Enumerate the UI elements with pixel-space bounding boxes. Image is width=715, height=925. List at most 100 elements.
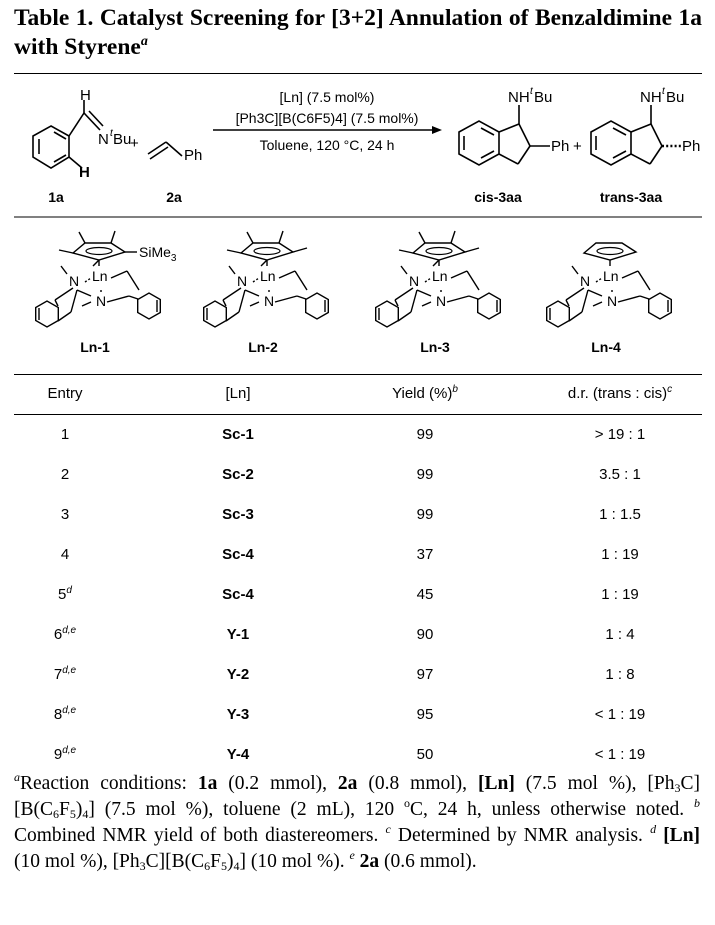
cell-catalyst: Sc-4 <box>222 546 254 563</box>
label-2a: 2a <box>166 189 182 205</box>
cell-dr: 1 : 19 <box>601 546 639 563</box>
cis-tbu-label: Bu <box>534 89 552 106</box>
footnote-d-mark: d <box>650 822 657 836</box>
conditions-catalyst: [Ln] (7.5 mol%) <box>280 89 375 105</box>
trans-tbu-label: Bu <box>666 89 684 106</box>
metal-ln-label: Ln <box>260 268 276 284</box>
entry-number: 5 <box>58 586 67 603</box>
entry-footnote-mark: d,e <box>62 665 77 676</box>
cell-entry: 5d <box>30 585 100 604</box>
cell-entry: 6d,e <box>30 626 100 644</box>
cell-entry: 1 <box>30 426 100 443</box>
entry-number: 3 <box>60 506 70 523</box>
cell-catalyst: Y-4 <box>226 746 250 763</box>
amine-n-label: N <box>607 293 617 309</box>
plus-sign: + <box>130 135 139 152</box>
entry-number: 9 <box>53 746 63 763</box>
footnotes: aReaction conditions: 1a (0.2 mmol), 2a … <box>14 771 700 875</box>
ortho-h-label: H <box>79 164 90 181</box>
cell-catalyst: Y-1 <box>226 626 250 643</box>
trans-product-structure <box>590 105 682 166</box>
imine-tbu-label: Bu <box>113 131 131 148</box>
label-cis-3aa: cis-3aa <box>474 189 522 205</box>
cell-dr: 1 : 4 <box>605 626 635 643</box>
cell-yield: 99 <box>416 426 434 443</box>
imine-h-label: H <box>80 87 91 104</box>
footnote-e: 2a (0.6 mmol). <box>359 851 477 872</box>
trans-tbu-sup: t <box>662 86 666 97</box>
footnote-a-mark: a <box>14 770 20 784</box>
cell-dr: > 19 : 1 <box>594 426 646 443</box>
cis-tbu-sup: t <box>530 86 534 97</box>
trans-ph-label: Ph <box>682 138 700 155</box>
cell-catalyst: Y-2 <box>226 666 250 683</box>
cell-catalyst: Sc-1 <box>222 426 254 443</box>
footnote-d: [Ln] (10 mol %), [Ph3C][B(C6F5)4] (10 mo… <box>14 825 701 873</box>
conditions-activator: [Ph3C][B(C6F5)4] (7.5 mol%) <box>236 110 419 126</box>
cis-nh-label: NH <box>508 89 530 106</box>
cell-dr: 1 : 19 <box>601 586 639 603</box>
title-footnote-mark: a <box>140 34 148 49</box>
arrowhead <box>432 126 442 134</box>
catalyst-label: Ln-3 <box>420 339 450 355</box>
cell-entry: 2 <box>30 466 100 483</box>
top-rule <box>14 73 702 74</box>
imine-tbu-sup: t <box>110 128 114 139</box>
cell-catalyst: Y-3 <box>226 706 250 723</box>
entry-number: 4 <box>60 546 70 563</box>
table-top-rule <box>14 374 702 375</box>
cell-yield: 37 <box>416 546 434 563</box>
styrene-ph-label: Ph <box>184 147 202 164</box>
trans-nh-label: NH <box>640 89 662 106</box>
cell-dr: < 1 : 19 <box>594 746 646 763</box>
table-header-rule <box>14 414 702 415</box>
label-1a: 1a <box>48 189 64 205</box>
cell-dr: 3.5 : 1 <box>599 466 641 483</box>
header-yield-sup: b <box>452 384 458 395</box>
cell-yield: 45 <box>416 586 434 603</box>
header-yield-text: Yield (%) <box>392 385 453 402</box>
cell-catalyst: Sc-2 <box>222 466 254 483</box>
cell-entry: 7d,e <box>30 665 100 684</box>
amine-n-label: N <box>436 293 446 309</box>
entry-number: 6 <box>53 626 63 643</box>
styrene-structure <box>147 141 183 160</box>
header-dr-sup: c <box>667 384 673 395</box>
metal-ln-label: Ln <box>432 268 448 284</box>
cell-dr: 1 : 8 <box>605 666 635 683</box>
footnote-c: Determined by NMR analysis. <box>397 825 643 846</box>
cell-dr: < 1 : 19 <box>594 706 646 723</box>
amine-n-label: N <box>69 273 79 289</box>
catalyst-label: Ln-4 <box>591 339 621 355</box>
cell-yield: 99 <box>416 506 434 523</box>
table-title: Table 1. Catalyst Screening for [3+2] An… <box>14 4 702 62</box>
metal-ln-label: Ln <box>603 268 619 284</box>
cell-catalyst: Sc-4 <box>222 586 254 603</box>
plus-sign-2: + <box>573 138 582 155</box>
metal-ln-label: Ln <box>92 268 108 284</box>
cell-catalyst: Sc-3 <box>222 506 254 523</box>
header-yield: Yield (%)b <box>380 384 470 403</box>
header-ln: [Ln] <box>225 385 251 402</box>
cell-entry: 4 <box>30 546 100 563</box>
amine-n-label: N <box>237 273 247 289</box>
cis-ph-label: Ph <box>551 138 569 155</box>
header-dr-text: d.r. (trans : cis) <box>567 385 668 402</box>
conditions-solvent: Toluene, 120 °C, 24 h <box>260 137 395 153</box>
footnote-e-mark: e <box>349 848 355 862</box>
reaction-scheme: H N t Bu H + Ph [Ln] (7.5 mol%) [Ph3C][B… <box>14 86 702 355</box>
cell-yield: 97 <box>416 666 434 683</box>
cis-product-structure <box>458 105 550 166</box>
entry-footnote-mark: d <box>66 585 72 596</box>
footnote-b-mark: b <box>694 796 701 810</box>
cell-entry: 3 <box>30 506 100 523</box>
entry-footnote-mark: d,e <box>62 745 77 756</box>
entry-number: 7 <box>53 666 63 683</box>
header-entry: Entry <box>47 385 83 402</box>
footnote-c-mark: c <box>385 822 391 836</box>
table-title-text: Table 1. Catalyst Screening for [3+2] An… <box>14 5 702 60</box>
